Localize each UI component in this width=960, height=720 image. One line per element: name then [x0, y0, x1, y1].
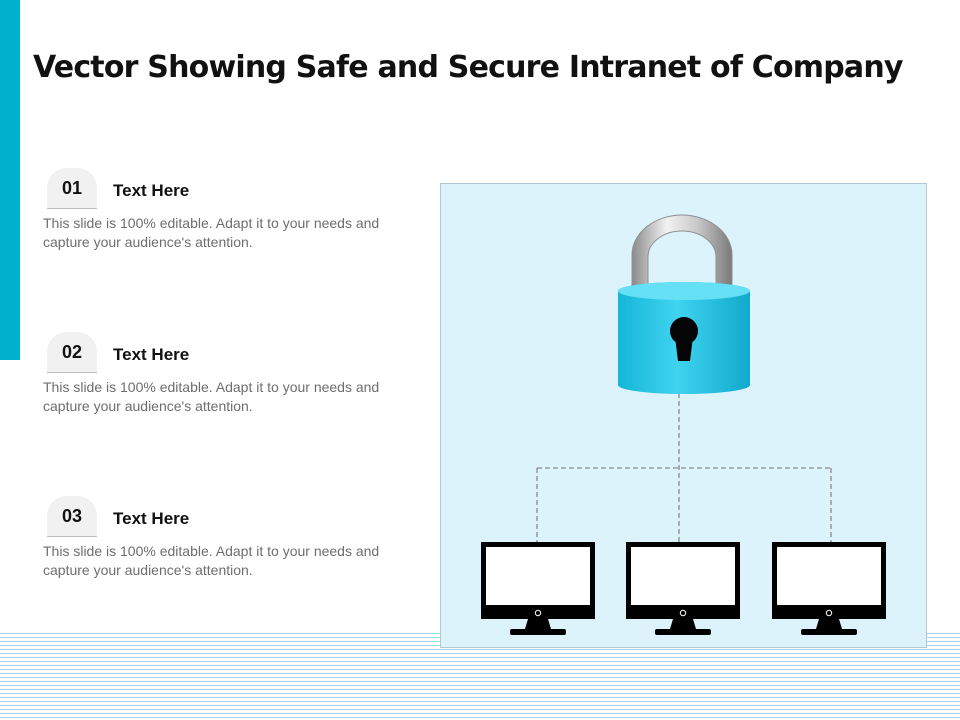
connector-lines	[536, 393, 832, 543]
monitor-icon	[626, 542, 740, 635]
item-description: This slide is 100% editable. Adapt it to…	[43, 215, 380, 250]
item-title: Text Here	[113, 345, 190, 364]
monitor-icon	[772, 542, 886, 635]
number-badge: 03	[47, 496, 97, 537]
item-description: This slide is 100% editable. Adapt it to…	[43, 379, 380, 414]
network-diagram	[481, 214, 886, 635]
keyhole-icon	[670, 317, 698, 361]
item-number: 01	[61, 178, 83, 198]
item-description: This slide is 100% editable. Adapt it to…	[43, 543, 380, 578]
number-badge: 01	[47, 168, 97, 209]
monitor-icon	[481, 542, 595, 635]
number-badge: 02	[47, 332, 97, 373]
item-number: 02	[61, 342, 83, 362]
page-title: Vector Showing Safe and Secure Intranet …	[33, 50, 903, 85]
padlock-icon	[618, 214, 750, 394]
item-title: Text Here	[113, 181, 190, 200]
item-title: Text Here	[113, 509, 190, 528]
item-number: 03	[61, 506, 83, 526]
accent-bar	[0, 0, 20, 360]
